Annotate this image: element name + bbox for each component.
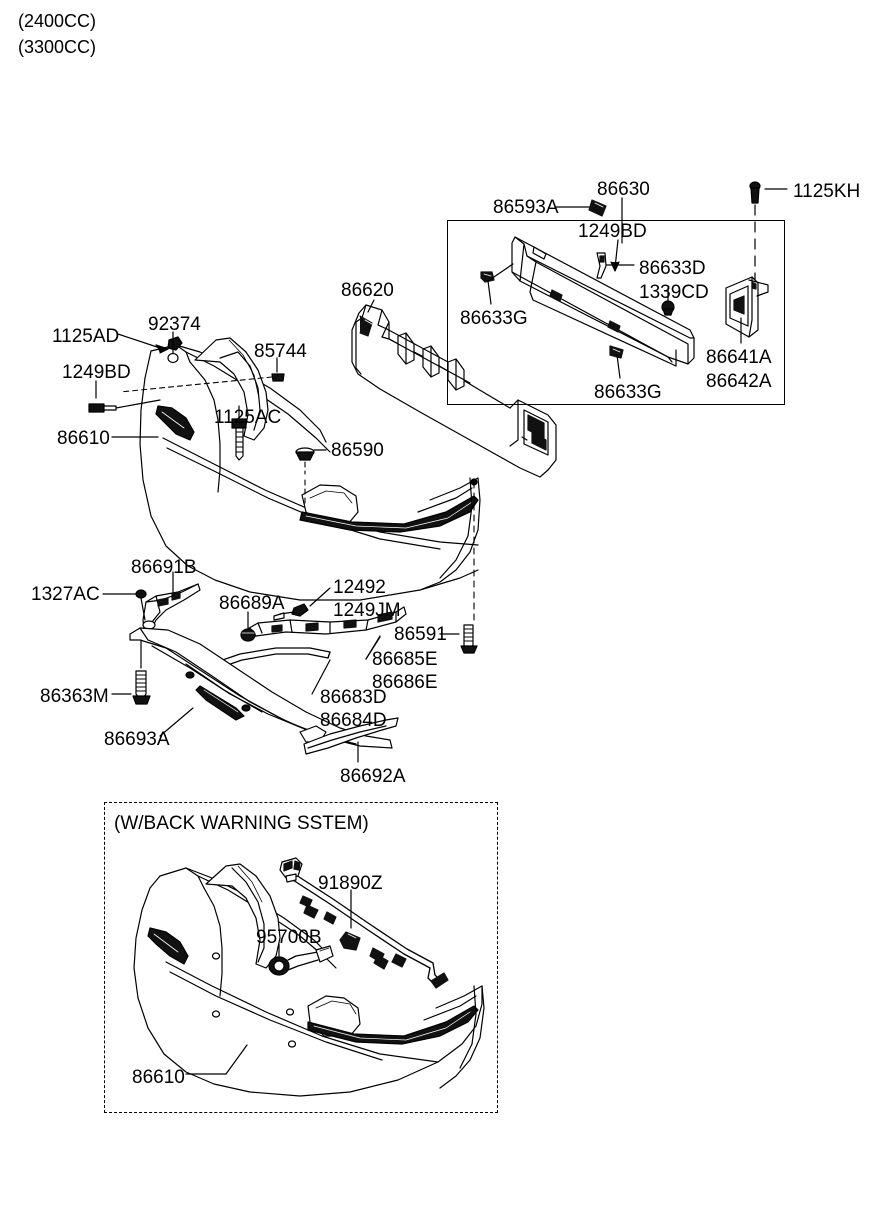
clip-86633G-bottom xyxy=(609,345,624,379)
grommet-1339CD xyxy=(661,287,675,316)
part-label-1125AC: 1125AC xyxy=(214,407,282,428)
part-label-12492: 12492 xyxy=(333,577,386,598)
part-label-1327AC: 1327AC xyxy=(31,584,100,605)
grommet-86590 xyxy=(295,447,327,506)
part-label-86620: 86620 xyxy=(341,280,394,301)
reinforcement-beam-86630 xyxy=(511,236,695,367)
screw-1125AC xyxy=(231,405,247,461)
bracket-86691B xyxy=(142,571,201,630)
part-label-86633G-bottom: 86633G xyxy=(594,382,662,403)
part-label-95700B: 95700B xyxy=(256,927,322,948)
header-displacement-2400: (2400CC) xyxy=(18,11,97,31)
clip-1327AC xyxy=(102,589,147,621)
part-label-86610-cover: 86610 xyxy=(57,428,110,449)
header-displacement-3300: (3300CC) xyxy=(18,37,97,57)
part-label-92374: 92374 xyxy=(148,314,201,335)
part-label-1249JM: 1249JM xyxy=(333,600,401,621)
bolt-1249BD-left xyxy=(88,380,161,413)
part-label-86683D: 86683D xyxy=(320,687,387,708)
screw-86363M xyxy=(111,639,151,705)
part-label-86642A: 86642A xyxy=(706,371,772,392)
sensor-95700B xyxy=(268,943,334,976)
bolt-86591 xyxy=(439,624,478,654)
part-label-86641A: 86641A xyxy=(706,347,772,368)
part-label-86689A: 86689A xyxy=(219,593,285,614)
wiring-harness-91890Z xyxy=(279,857,449,989)
part-label-86633G-left: 86633G xyxy=(460,308,528,329)
part-label-1249BD-cover: 1249BD xyxy=(62,362,131,383)
clip-86633G-left xyxy=(480,263,514,305)
screw-12492 xyxy=(273,587,331,621)
part-label-86684D: 86684D xyxy=(320,710,387,731)
part-label-1339CD: 1339CD xyxy=(639,282,709,303)
part-label-86686E: 86686E xyxy=(372,672,438,693)
part-label-86692A: 86692A xyxy=(340,766,406,787)
back-warning-system-box xyxy=(104,802,498,1113)
part-label-86691B: 86691B xyxy=(131,557,197,578)
part-label-1249BD-beam: 1249BD xyxy=(578,221,647,242)
grommet-92374 xyxy=(167,331,179,364)
part-label-86693A: 86693A xyxy=(104,729,170,750)
reinforcement-detail-box xyxy=(447,220,785,405)
bolt-1125KH xyxy=(749,181,788,284)
bracket-86633D xyxy=(596,252,635,279)
part-label-91890Z: 91890Z xyxy=(318,873,383,894)
part-label-86685E: 86685E xyxy=(372,649,438,670)
part-label-86633D: 86633D xyxy=(639,258,706,279)
bracket-86641A xyxy=(725,276,769,344)
part-label-85744: 85744 xyxy=(254,341,307,362)
clip-85744 xyxy=(119,357,285,393)
warning-system-bumper-86610 xyxy=(133,863,485,1097)
clip-86593A xyxy=(554,199,607,217)
part-label-86593A: 86593A xyxy=(493,197,559,218)
part-label-86363M: 86363M xyxy=(40,686,109,707)
part-label-86590: 86590 xyxy=(331,440,384,461)
part-label-1125KH: 1125KH xyxy=(793,181,861,202)
part-label-86591: 86591 xyxy=(394,624,447,645)
bumper-cover-86610 xyxy=(139,337,481,601)
part-label-86610-warning: 86610 xyxy=(132,1067,185,1088)
lower-cover-86693A xyxy=(129,627,393,749)
absorber-86620 xyxy=(351,304,557,478)
grommet-86689A xyxy=(240,611,256,642)
part-label-86630: 86630 xyxy=(597,179,650,200)
molding-86692A xyxy=(303,717,399,763)
back-warning-system-title: (W/BACK WARNING SSTEM) xyxy=(114,813,369,834)
bolt-1125AD xyxy=(117,333,183,354)
part-label-1125AD: 1125AD xyxy=(52,326,120,347)
